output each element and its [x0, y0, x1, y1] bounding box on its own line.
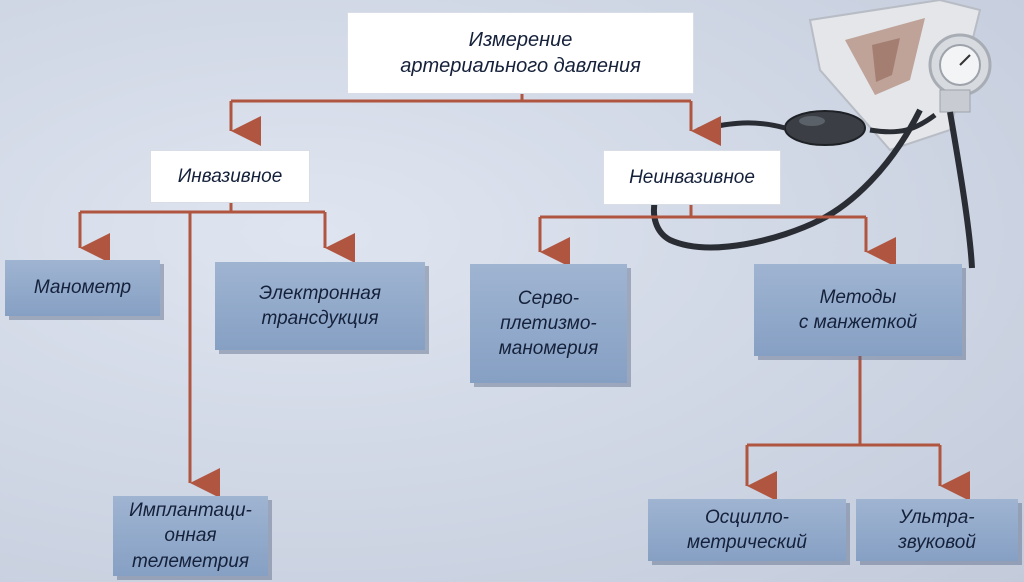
- blood-pressure-monitor-icon: [650, 0, 992, 269]
- invasive-node: Инвазивное: [150, 150, 310, 203]
- oscillometric-node: Осцилло- метрический: [648, 499, 846, 561]
- electronic-transduction-node: Электронная трансдукция: [215, 262, 425, 350]
- root-node: Измерение артериального давления: [347, 12, 694, 94]
- noninvasive-node: Неинвазивное: [603, 150, 781, 205]
- servo-node: Серво- плетизмо- маномерия: [470, 264, 627, 383]
- implant-telemetry-node: Имплантаци- онная телеметрия: [113, 496, 268, 576]
- cuff-methods-node: Методы с манжеткой: [754, 264, 962, 356]
- ultrasound-node: Ультра- звуковой: [856, 499, 1018, 561]
- manometer-node: Манометр: [5, 260, 160, 316]
